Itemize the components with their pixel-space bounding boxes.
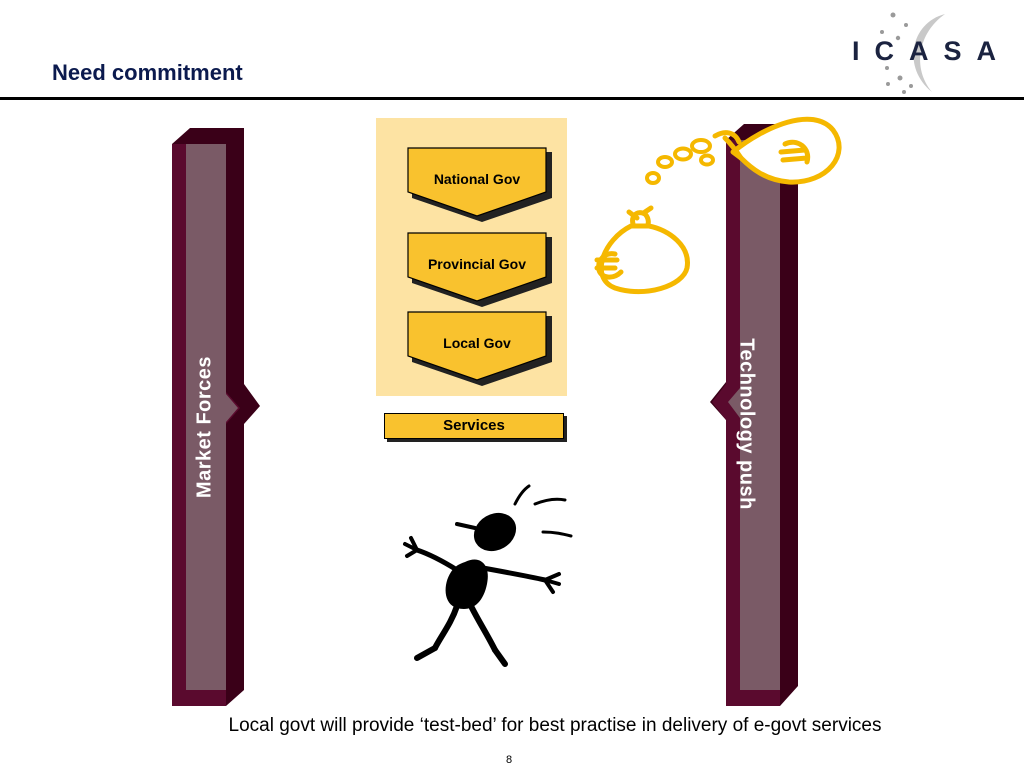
technology-push-arrow [710, 124, 798, 706]
logo-text: ICASA [852, 36, 1012, 66]
stick-figure-icon [403, 484, 573, 667]
market-forces-label: Market Forces [193, 355, 216, 499]
title-divider [0, 97, 1024, 100]
provincial-gov-chevron [407, 232, 552, 307]
national-gov-chevron [407, 147, 552, 222]
technology-push-label: Technology push [735, 338, 758, 510]
slide-caption: Local govt will provide ‘test-bed’ for b… [228, 715, 882, 736]
icasa-logo-icon [880, 12, 945, 94]
coins-icon [645, 138, 715, 185]
page-number: 8 [506, 754, 513, 766]
local-gov-label: Local Gov [443, 335, 511, 351]
money-bag-icon [594, 116, 842, 294]
services-box: Services [384, 413, 564, 439]
slide-title: Need commitment [52, 60, 243, 85]
provincial-gov-label: Provincial Gov [427, 256, 527, 272]
market-forces-arrow [172, 128, 260, 706]
national-gov-label: National Gov [433, 171, 521, 187]
local-gov-chevron [407, 311, 552, 386]
